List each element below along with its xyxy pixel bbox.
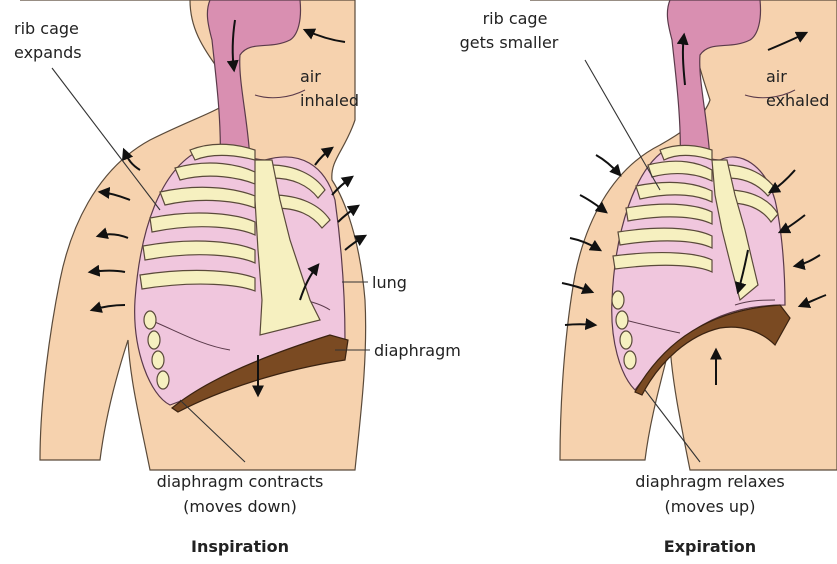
expiration-figure: rib cage gets smaller air exhaled diaphr… (460, 0, 837, 556)
air-label-2: exhaled (766, 91, 829, 110)
rib-cage-label-2: gets smaller (460, 33, 559, 52)
expiration-caption: Expiration (664, 537, 756, 556)
rib-cage-label: rib cage (483, 9, 548, 28)
rib-cage-label: rib cage (14, 19, 79, 38)
rib-cage-leader (585, 60, 660, 190)
inspiration-figure: rib cage expands air inhaled lung diaphr… (14, 0, 461, 556)
diaphragm-label: diaphragm (374, 341, 461, 360)
inspiration-caption: Inspiration (191, 537, 289, 556)
diaphragm-action-label: diaphragm contracts (157, 472, 324, 491)
air-label: air (766, 67, 787, 86)
air-label-2: inhaled (300, 91, 359, 110)
lung-label: lung (372, 273, 407, 292)
diaphragm-action-label-2: (moves up) (665, 497, 756, 516)
diaphragm-action-label-2: (moves down) (183, 497, 297, 516)
diaphragm-action-label: diaphragm relaxes (635, 472, 784, 491)
air-label: air (300, 67, 321, 86)
shrink-arrow (565, 324, 595, 325)
rib-cage-label-2: expands (14, 43, 82, 62)
shrink-arrow (596, 155, 620, 175)
